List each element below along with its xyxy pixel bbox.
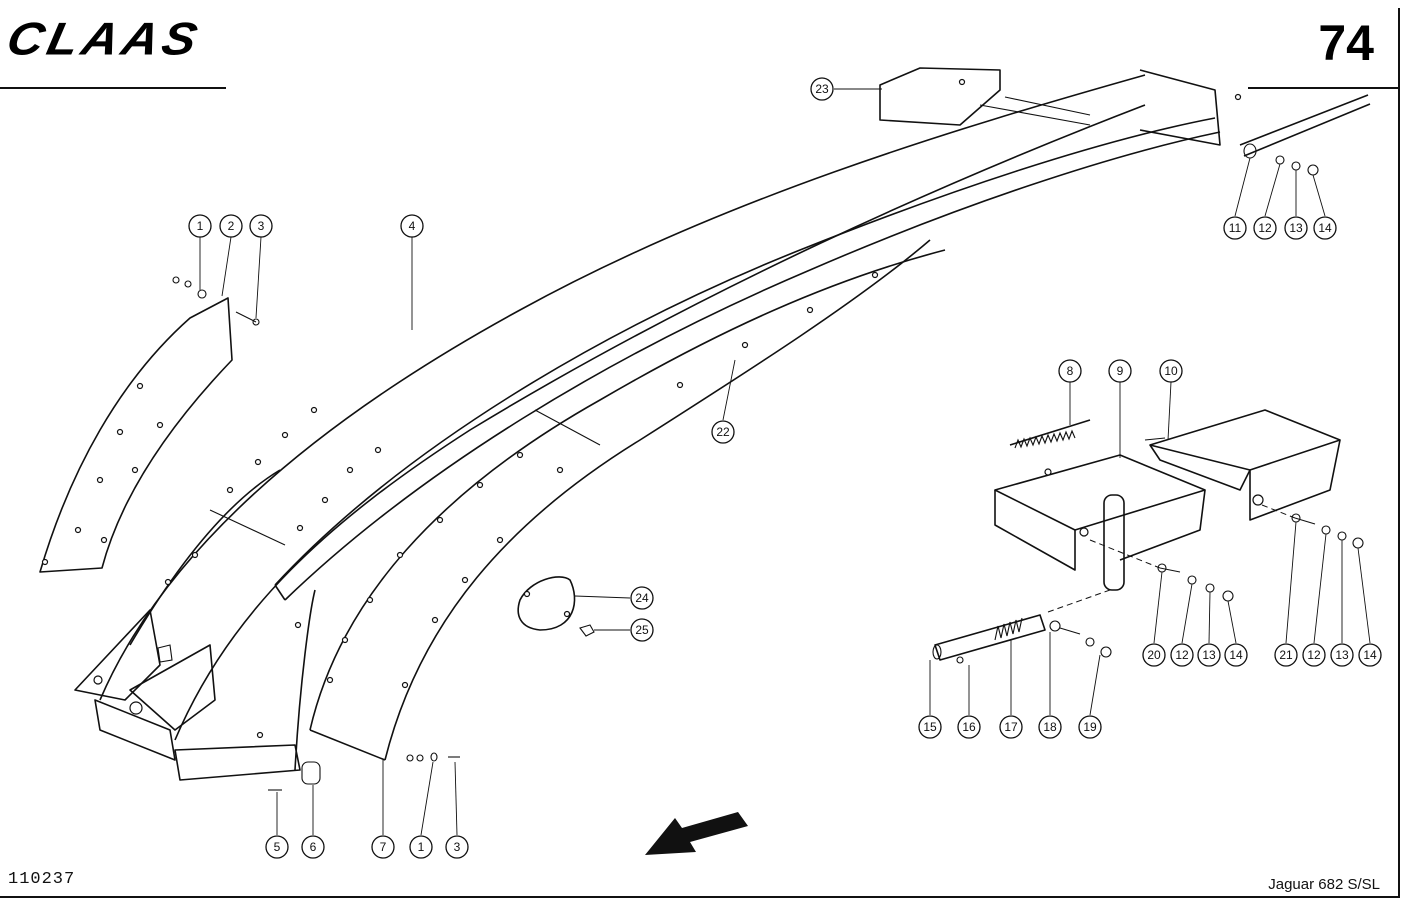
svg-text:18: 18 bbox=[1043, 720, 1057, 734]
svg-text:22: 22 bbox=[716, 425, 730, 439]
svg-text:13: 13 bbox=[1335, 648, 1349, 662]
svg-text:15: 15 bbox=[923, 720, 937, 734]
svg-text:1: 1 bbox=[418, 840, 425, 854]
svg-text:12: 12 bbox=[1258, 221, 1272, 235]
header-rule-left bbox=[0, 87, 226, 89]
svg-text:19: 19 bbox=[1083, 720, 1097, 734]
callout-18: 18 bbox=[1038, 715, 1062, 739]
svg-text:25: 25 bbox=[635, 623, 649, 637]
frame-bottom-edge bbox=[0, 896, 1400, 898]
svg-text:23: 23 bbox=[815, 82, 829, 96]
callout-11: 11 bbox=[1223, 216, 1247, 240]
svg-text:24: 24 bbox=[635, 591, 649, 605]
svg-text:14: 14 bbox=[1318, 221, 1332, 235]
svg-text:3: 3 bbox=[258, 219, 265, 233]
callout-25: 25 bbox=[630, 618, 654, 642]
drawing-number: 110237 bbox=[8, 870, 76, 889]
callout-3-top: 3 bbox=[249, 214, 273, 238]
callout-19: 19 bbox=[1078, 715, 1102, 739]
callout-5: 5 bbox=[265, 835, 289, 859]
svg-text:21: 21 bbox=[1279, 648, 1293, 662]
callout-20: 20 bbox=[1142, 643, 1166, 667]
part-deflector-strip bbox=[274, 117, 1221, 601]
callout-2: 2 bbox=[219, 214, 243, 238]
svg-text:16: 16 bbox=[962, 720, 976, 734]
callout-1-bottom: 1 bbox=[409, 835, 433, 859]
header-rule-right bbox=[1248, 87, 1400, 89]
page-number: 74 bbox=[1318, 15, 1374, 71]
callout-14-mid: 14 bbox=[1224, 643, 1248, 667]
part-side-plate-left bbox=[39, 297, 233, 573]
part-bolt-assembly bbox=[932, 589, 1112, 664]
svg-text:2: 2 bbox=[228, 219, 235, 233]
svg-text:14: 14 bbox=[1229, 648, 1243, 662]
svg-text:12: 12 bbox=[1175, 648, 1189, 662]
svg-text:8: 8 bbox=[1067, 364, 1074, 378]
callout-13-mid: 13 bbox=[1197, 643, 1221, 667]
callout-3-bottom: 3 bbox=[445, 835, 469, 859]
part-upper-cover bbox=[1144, 409, 1341, 521]
callout-14-top: 14 bbox=[1313, 216, 1337, 240]
svg-text:17: 17 bbox=[1004, 720, 1018, 734]
svg-text:13: 13 bbox=[1202, 648, 1216, 662]
callout-10: 10 bbox=[1159, 359, 1183, 383]
callout-8: 8 bbox=[1058, 359, 1082, 383]
machine-model-label: Jaguar 682 S/SL bbox=[1268, 876, 1380, 893]
svg-text:9: 9 bbox=[1117, 364, 1124, 378]
callout-23: 23 bbox=[810, 77, 834, 101]
svg-text:5: 5 bbox=[274, 840, 281, 854]
callout-9: 9 bbox=[1108, 359, 1132, 383]
part-lower-bracket bbox=[74, 609, 216, 761]
callout-17: 17 bbox=[999, 715, 1023, 739]
direction-arrow bbox=[645, 812, 748, 855]
callout-21: 21 bbox=[1274, 643, 1298, 667]
fastener-set-20-21 bbox=[1089, 504, 1364, 602]
svg-text:10: 10 bbox=[1164, 364, 1178, 378]
svg-text:1: 1 bbox=[197, 219, 204, 233]
callout-4: 4 bbox=[400, 214, 424, 238]
svg-text:20: 20 bbox=[1147, 648, 1161, 662]
callout-7: 7 bbox=[371, 835, 395, 859]
callout-24: 24 bbox=[630, 586, 654, 610]
leader-lines bbox=[199, 88, 1371, 836]
frame-right-edge bbox=[1398, 8, 1400, 898]
part-inner-liner bbox=[309, 239, 946, 761]
svg-text:14: 14 bbox=[1363, 648, 1377, 662]
callout-12-right: 12 bbox=[1302, 643, 1326, 667]
svg-text:11: 11 bbox=[1229, 221, 1242, 235]
part-spring bbox=[1009, 419, 1091, 449]
fastener-set-bottom-left bbox=[268, 752, 460, 791]
svg-text:4: 4 bbox=[409, 219, 416, 233]
callout-16: 16 bbox=[957, 715, 981, 739]
svg-text:13: 13 bbox=[1289, 221, 1303, 235]
callout-1-top: 1 bbox=[188, 214, 212, 238]
svg-text:6: 6 bbox=[310, 840, 317, 854]
callout-6: 6 bbox=[301, 835, 325, 859]
part-cover bbox=[994, 454, 1206, 591]
callout-15: 15 bbox=[918, 715, 942, 739]
callout-13-right: 13 bbox=[1330, 643, 1354, 667]
callout-12-mid: 12 bbox=[1170, 643, 1194, 667]
fastener-set-top-left bbox=[172, 276, 260, 326]
part-cover-plate bbox=[517, 576, 595, 637]
part-outer-chute bbox=[99, 74, 1146, 781]
callout-14-right: 14 bbox=[1358, 643, 1382, 667]
svg-text:7: 7 bbox=[380, 840, 387, 854]
callout-13-top: 13 bbox=[1284, 216, 1308, 240]
svg-text:12: 12 bbox=[1307, 648, 1321, 662]
svg-text:3: 3 bbox=[454, 840, 461, 854]
part-top-housing bbox=[879, 67, 1242, 146]
callout-22: 22 bbox=[711, 420, 735, 444]
callout-12-top: 12 bbox=[1253, 216, 1277, 240]
part-adjusting-rod bbox=[1239, 94, 1371, 176]
